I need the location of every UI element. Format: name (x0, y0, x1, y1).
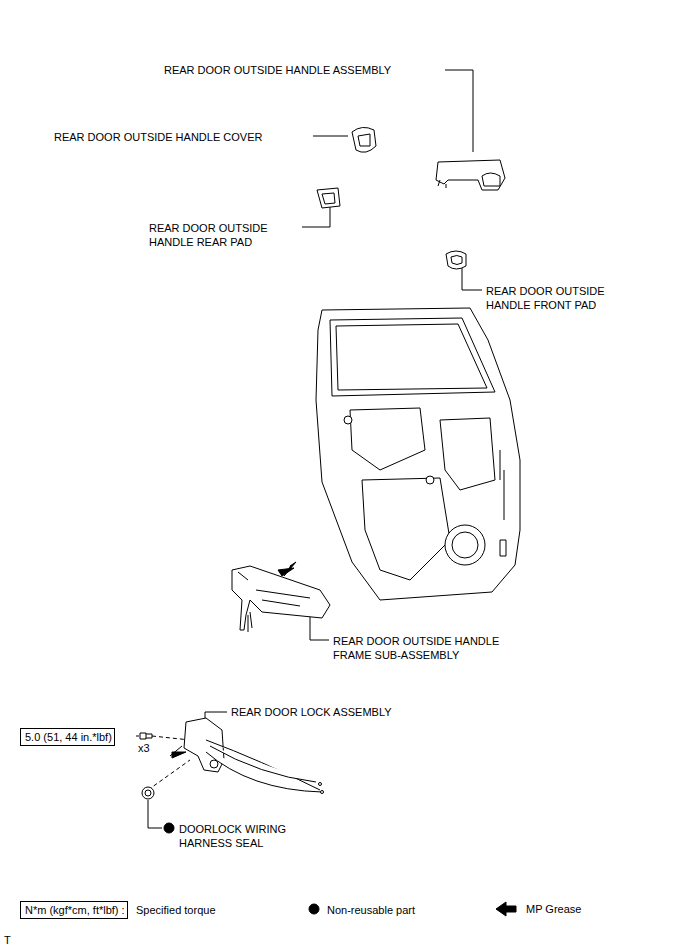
part-name: DOORLOCK WIRING HARNESS SEAL (179, 822, 311, 850)
harness-seal (142, 787, 154, 799)
torque-unit-box: N*m (kgf*cm, ft*lbf) : (20, 901, 128, 919)
part-name: REAR DOOR OUTSIDE HANDLE ASSEMBLY (164, 63, 391, 77)
part-name: REAR DOOR LOCK ASSEMBLY (231, 705, 392, 719)
grease-arrow (496, 902, 516, 916)
leader-line (148, 800, 162, 828)
grease-arrow (170, 746, 186, 758)
harness-seal (145, 790, 151, 796)
leader-line (136, 736, 139, 737)
box-text: 5.0 (51, 44 in.*lbf) (25, 730, 110, 744)
door-lock (184, 718, 324, 794)
handle-cover (352, 127, 376, 152)
torque-spec-box: 5.0 (51, 44 in.*lbf) (20, 728, 115, 746)
leader-line (462, 268, 482, 290)
part-name: REAR DOOR OUTSIDE HANDLE REAR PAD (149, 221, 291, 249)
non-reusable-dot (309, 904, 319, 914)
leader-line (445, 70, 473, 152)
leader-line (148, 760, 190, 790)
front-pad (446, 251, 466, 269)
rear-door (316, 308, 520, 600)
part-name: REAR DOOR OUTSIDE HANDLE FRAME SUB-ASSEM… (333, 634, 525, 662)
part-name: REAR DOOR OUTSIDE HANDLE FRONT PAD (486, 284, 628, 312)
non-reusable-dot (164, 823, 174, 833)
quantity-note: x3 (138, 741, 150, 755)
leader-line (313, 136, 348, 137)
grease-arrow (278, 562, 296, 576)
legend-text: Specified torque (136, 903, 216, 917)
outside-handle (436, 160, 505, 190)
rear-pad (317, 188, 340, 208)
legend-text: MP Grease (526, 902, 581, 916)
part-name: REAR DOOR OUTSIDE HANDLE COVER (54, 130, 262, 144)
legend-text: Non-reusable part (327, 903, 415, 917)
bolt (140, 733, 152, 739)
handle-frame (232, 566, 330, 632)
leader-line (302, 206, 330, 227)
box-text: N*m (kgf*cm, ft*lbf) : (25, 903, 123, 917)
page-mark: T (4, 933, 11, 947)
